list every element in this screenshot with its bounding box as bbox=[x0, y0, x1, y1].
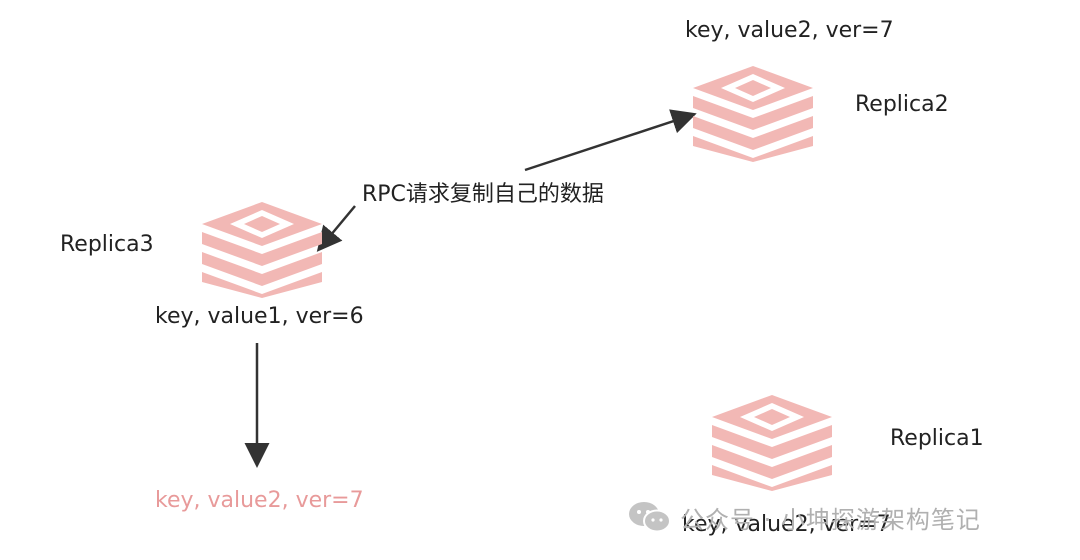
rpc-arrow-to-replica2 bbox=[524, 109, 697, 172]
database-stack-icon bbox=[712, 395, 832, 491]
rpc-arrow-to-replica3 bbox=[316, 205, 356, 252]
replica1-name: Replica1 bbox=[890, 426, 984, 451]
database-stack-icon bbox=[202, 202, 322, 298]
replica1-record: key, value2, ver=7 bbox=[682, 512, 891, 537]
replica3-result-record: key, value2, ver=7 bbox=[155, 488, 364, 513]
wechat-icon bbox=[629, 502, 671, 533]
watermark-text: 公众号 · 小坤探游架构笔记 bbox=[680, 506, 981, 534]
replica2-name: Replica2 bbox=[855, 92, 949, 117]
replica2-record: key, value2, ver=7 bbox=[685, 18, 894, 43]
rpc-label: RPC请求复制自己的数据 bbox=[362, 182, 604, 207]
database-stack-icon bbox=[693, 66, 813, 162]
replica3-name: Replica3 bbox=[60, 232, 154, 257]
replica3-record: key, value1, ver=6 bbox=[155, 304, 364, 329]
